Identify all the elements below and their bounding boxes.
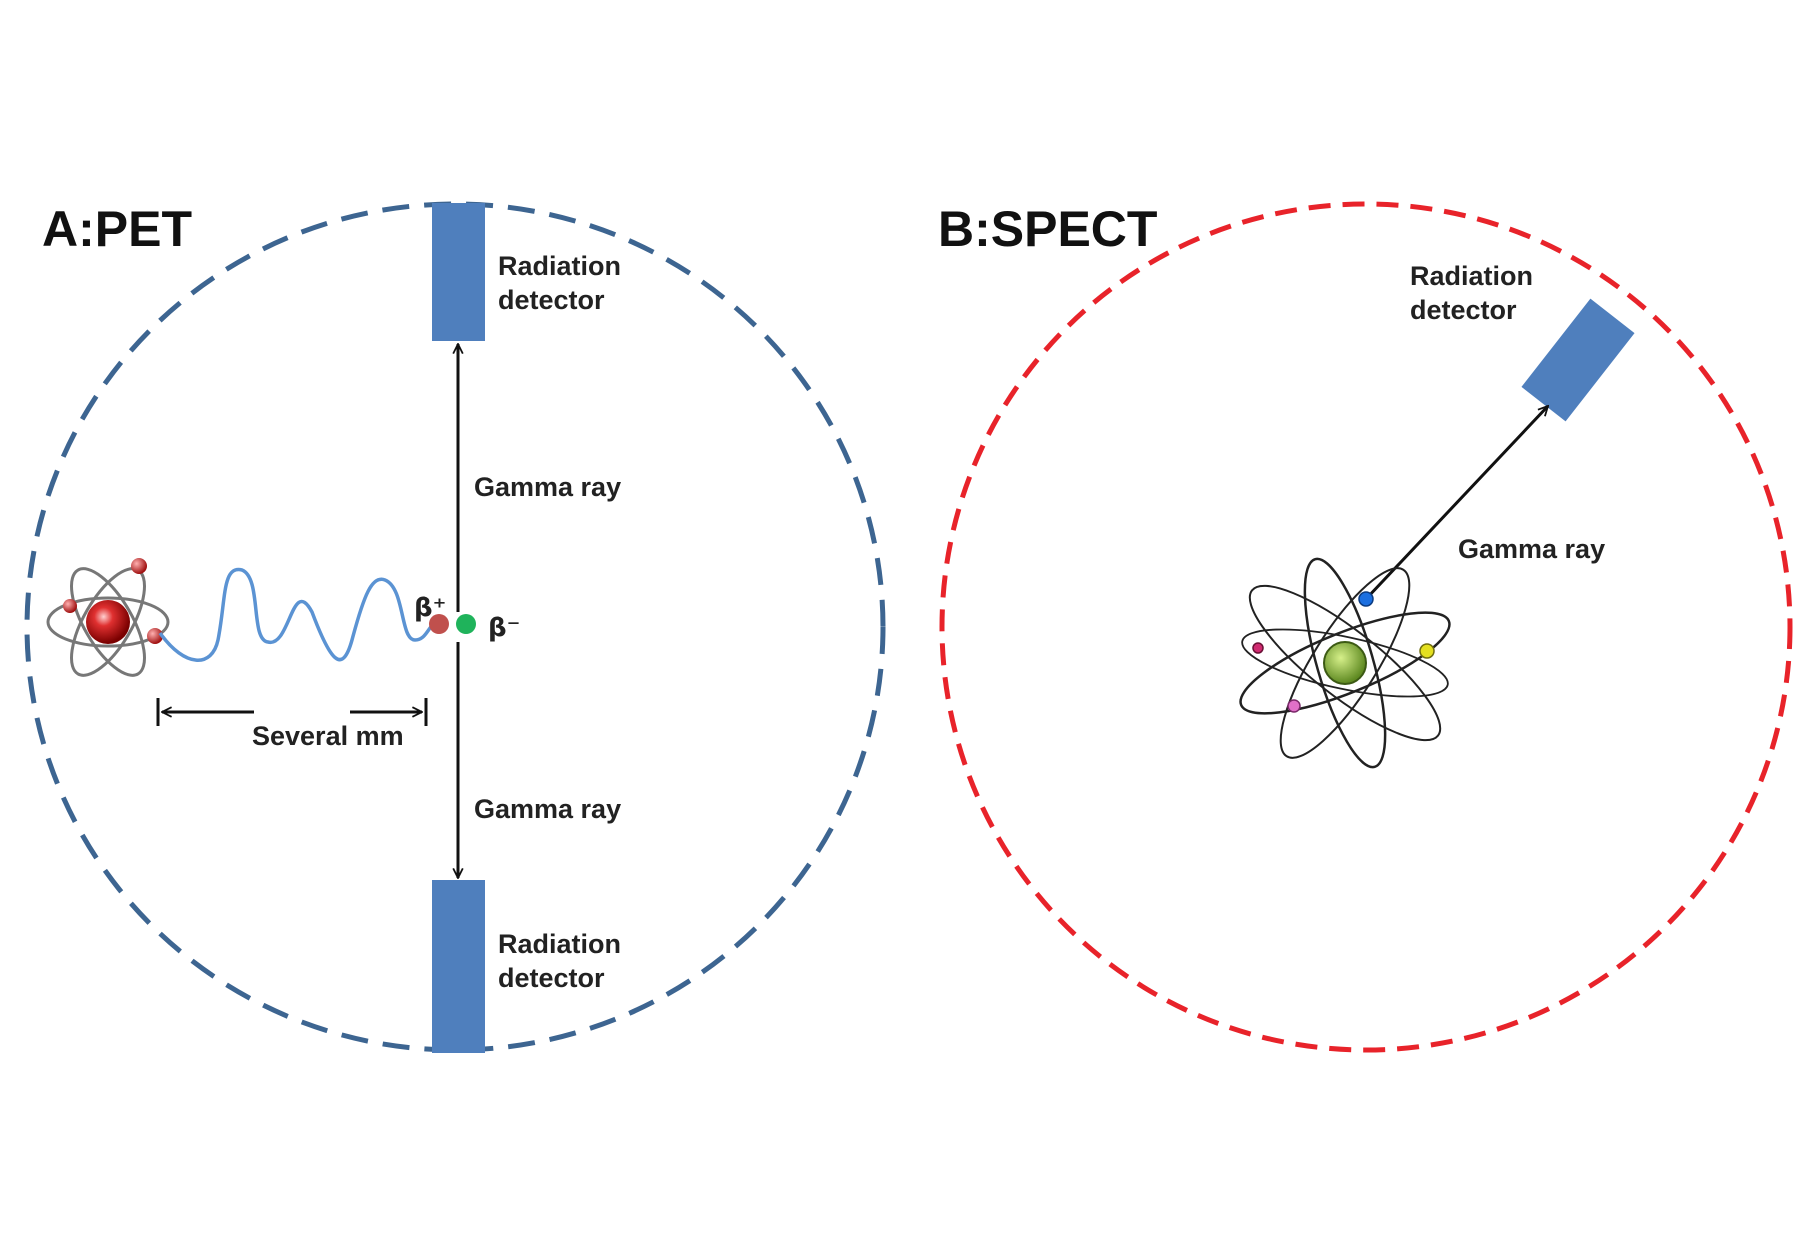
pet-detector-bottom-label: Radiation detector [498,929,629,993]
positron-particle [429,614,449,634]
pet-detector-bottom [432,880,485,1053]
beta-minus-label: β⁻ [488,613,520,643]
spect-gamma-ray-label: Gamma ray [1458,534,1605,564]
spect-gantry-circle [939,201,1793,1053]
pet-gantry-circle [24,201,886,1053]
spect-gamma-ray-arrow [1364,406,1548,601]
radioactive-atom-icon [46,558,170,677]
electron-particle [456,614,476,634]
pet-detector-top-label: Radiation detector [498,251,629,315]
pet-detector-top [432,203,485,341]
panel-b-spect: B:SPECT Radiation detector Gamma ray [938,201,1793,1053]
panel-a-title: A:PET [42,201,192,257]
gamma-ray-bottom-label: Gamma ray [474,794,621,824]
spect-detector [1521,298,1635,422]
gamma-ray-top-label: Gamma ray [474,472,621,502]
distance-indicator [156,698,428,726]
spect-detector-label: Radiation detector [1410,261,1541,325]
positron-path [158,567,441,662]
panel-b-title: B:SPECT [938,201,1157,257]
distance-label: Several mm [252,721,404,751]
beta-plus-label: β⁺ [414,593,446,623]
panel-a-pet: A:PET Radiation detector Radiation detec… [24,201,886,1053]
atom-sketch-icon [1239,557,1451,769]
